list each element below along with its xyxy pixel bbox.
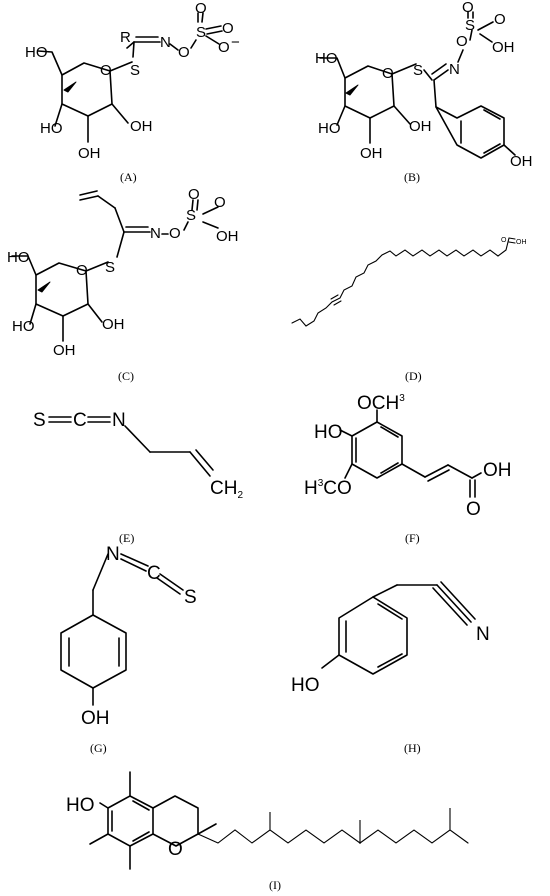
structure-g-caption: (G) [90,741,107,755]
structure-i: HO O (I) [66,771,469,892]
atom-label: OH [516,239,527,246]
atom-label: O [195,0,207,17]
atom-label: O [382,65,394,82]
atom-label: OH [102,316,125,333]
atom-label: HO [315,50,338,67]
atom-label: OH [78,145,101,162]
atom-label: OH [483,460,512,481]
atom-label: OH [81,708,110,729]
atom-label: HO [7,249,30,266]
atom-label: N [106,544,120,565]
atom-label: O [100,62,112,79]
structure-f-caption: (F) [405,531,420,545]
atom-label: OH [216,228,239,245]
atom-label: HO [318,120,341,137]
atom-label: N [112,410,126,431]
atom-label: OH [492,39,515,56]
atom-label: O [494,11,506,28]
atom-label: O [214,194,226,211]
structure-h-caption: (H) [404,741,421,755]
atom-label: HO [314,422,343,443]
atom-label: S [33,410,46,431]
structure-a: HO HO OH OH O S R N O S O O O − (A) [25,0,240,184]
atom-label: CH2 [210,478,243,501]
structure-c: HO HO OH OH O S N O S O O OH (C) [7,186,239,383]
structure-e-caption: (E) [119,531,134,545]
atom-label: C [73,410,87,431]
atom-label: O [168,839,183,860]
atom-label: OH [510,153,533,170]
atom-label: S [130,62,140,79]
atom-label: O [188,186,200,203]
atom-label: HO [40,120,63,137]
atom-label: HO [25,44,48,61]
atom-label: OH [53,342,76,359]
structure-a-caption: (A) [120,170,137,184]
structure-h: HO N (H) [291,581,490,755]
atom-text: H [304,478,318,499]
atom-label: S [465,17,475,34]
structure-c-caption: (C) [118,369,134,383]
structure-b: HO HO OH OH O S N O S O O OH OH (B) [315,0,533,184]
atom-label: N [160,34,171,51]
structure-i-caption: (I) [269,878,281,892]
structure-d-caption: (D) [405,369,422,383]
atom-text: CH [210,478,237,499]
atom-text: CO [323,478,352,499]
superscript: 3 [399,393,405,404]
atom-text: OCH [357,393,399,414]
atom-label: HO [12,318,35,335]
atom-label: N [476,624,490,645]
atom-label: O [462,0,474,16]
atom-label: O [218,39,230,56]
atom-label: S [186,207,196,224]
structure-d: O OH (D) [291,237,527,383]
superscript: 3 [318,478,324,489]
structure-e: S C N CH2 (E) [33,410,243,545]
atom-label: OH [130,118,153,135]
structure-f: OCH3 HO H3CO OH O (F) [304,393,512,545]
atom-label: S [105,259,115,276]
atom-label: N [150,225,161,242]
structure-b-caption: (B) [404,170,420,184]
atom-label: N [449,61,460,78]
atom-label: OCH3 [357,393,405,414]
atom-label: OH [360,145,383,162]
atom-label: − [231,34,240,51]
atom-label: S [413,62,423,79]
atom-label: S [184,587,197,608]
atom-label: R [120,29,131,46]
atom-label: HO [291,675,320,696]
atom-label: O [501,237,507,244]
atom-label: HO [66,795,95,816]
atom-label: H3CO [304,478,352,499]
subscript: 2 [237,490,243,501]
atom-label: O [169,225,181,242]
atom-label: O [466,499,481,520]
structure-g: N C S OH (G) [60,544,197,755]
atom-label: O [178,44,190,61]
atom-label: S [196,24,206,41]
atom-label: C [147,563,161,584]
atom-label: OH [409,118,432,135]
atom-label: O [222,20,234,37]
atom-label: O [76,262,88,279]
atom-label: O [456,33,468,50]
